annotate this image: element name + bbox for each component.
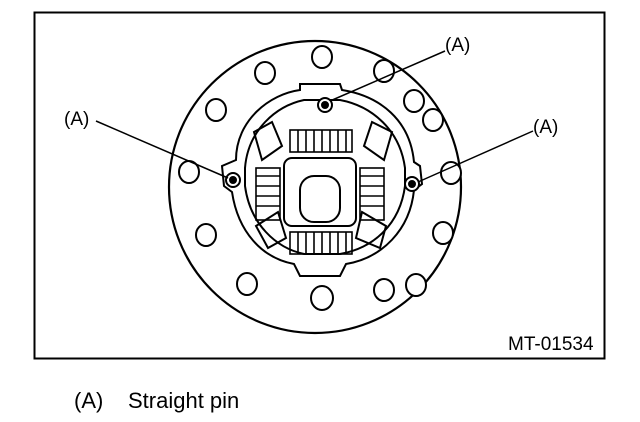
- legend-text: Straight pin: [128, 388, 240, 413]
- bolt-hole: [373, 278, 395, 302]
- bolt-holes: [178, 45, 462, 311]
- bolt-hole: [195, 223, 217, 247]
- bolt-hole: [403, 89, 425, 113]
- bolt-hole: [311, 45, 333, 69]
- bolt-hole: [440, 161, 462, 185]
- callout-top: (A): [445, 35, 470, 56]
- bolt-hole: [432, 221, 454, 245]
- bolt-hole: [422, 108, 444, 132]
- callout-right: (A): [533, 117, 558, 138]
- bolt-hole: [405, 273, 427, 297]
- diagram-frame: [33, 11, 606, 360]
- callout-left: (A): [64, 109, 89, 130]
- figure-code: MT-01534: [508, 334, 594, 355]
- bolt-hole: [310, 285, 334, 311]
- legend-key: (A): [74, 388, 104, 413]
- leader-lines: [95, 50, 534, 183]
- bolt-hole: [236, 272, 258, 296]
- center-hub: [283, 157, 357, 227]
- bolt-hole: [373, 59, 395, 83]
- bolt-hole: [205, 98, 227, 122]
- straight-pins: [225, 97, 420, 192]
- gear-teeth: [255, 129, 385, 255]
- bolt-hole: [254, 61, 276, 85]
- legend: (A) Straight pin: [74, 388, 239, 414]
